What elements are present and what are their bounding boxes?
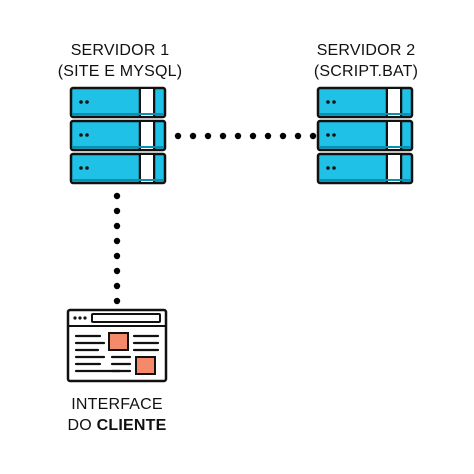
server2-label: SERVIDOR 2 (SCRIPT.BAT): [296, 40, 436, 82]
server2-icon: [316, 86, 414, 185]
client-line2-bold: CLIENTE: [96, 417, 167, 434]
server2-title: SERVIDOR 2: [316, 42, 416, 59]
text-lines-icon: [74, 334, 160, 373]
window-dots-icon: [73, 316, 87, 320]
client-window-icon: [66, 308, 168, 383]
connector-server1-client: [113, 192, 121, 305]
server2-subtitle: (SCRIPT.BAT): [313, 63, 419, 80]
server1-title: SERVIDOR 1: [70, 42, 170, 59]
connector-server1-server2: [174, 132, 317, 140]
client-line2-prefix: DO: [67, 417, 97, 434]
address-bar-icon: [91, 313, 161, 323]
server2-unit-1: [316, 86, 414, 119]
server1-subtitle: (SITE E MYSQL): [57, 63, 183, 80]
image-block-1-icon: [108, 332, 129, 351]
server2-unit-3: [316, 152, 414, 185]
server1-unit-1: [69, 86, 167, 119]
server1-icon: [69, 86, 167, 185]
client-label: INTERFACE DO CLIENTE: [42, 394, 192, 436]
server1-unit-2: [69, 119, 167, 152]
client-line2: DO CLIENTE: [42, 415, 192, 436]
server1-unit-3: [69, 152, 167, 185]
server1-label: SERVIDOR 1 (SITE E MYSQL): [50, 40, 190, 82]
client-line1: INTERFACE: [71, 396, 163, 413]
server2-unit-2: [316, 119, 414, 152]
image-block-2-icon: [135, 356, 156, 375]
